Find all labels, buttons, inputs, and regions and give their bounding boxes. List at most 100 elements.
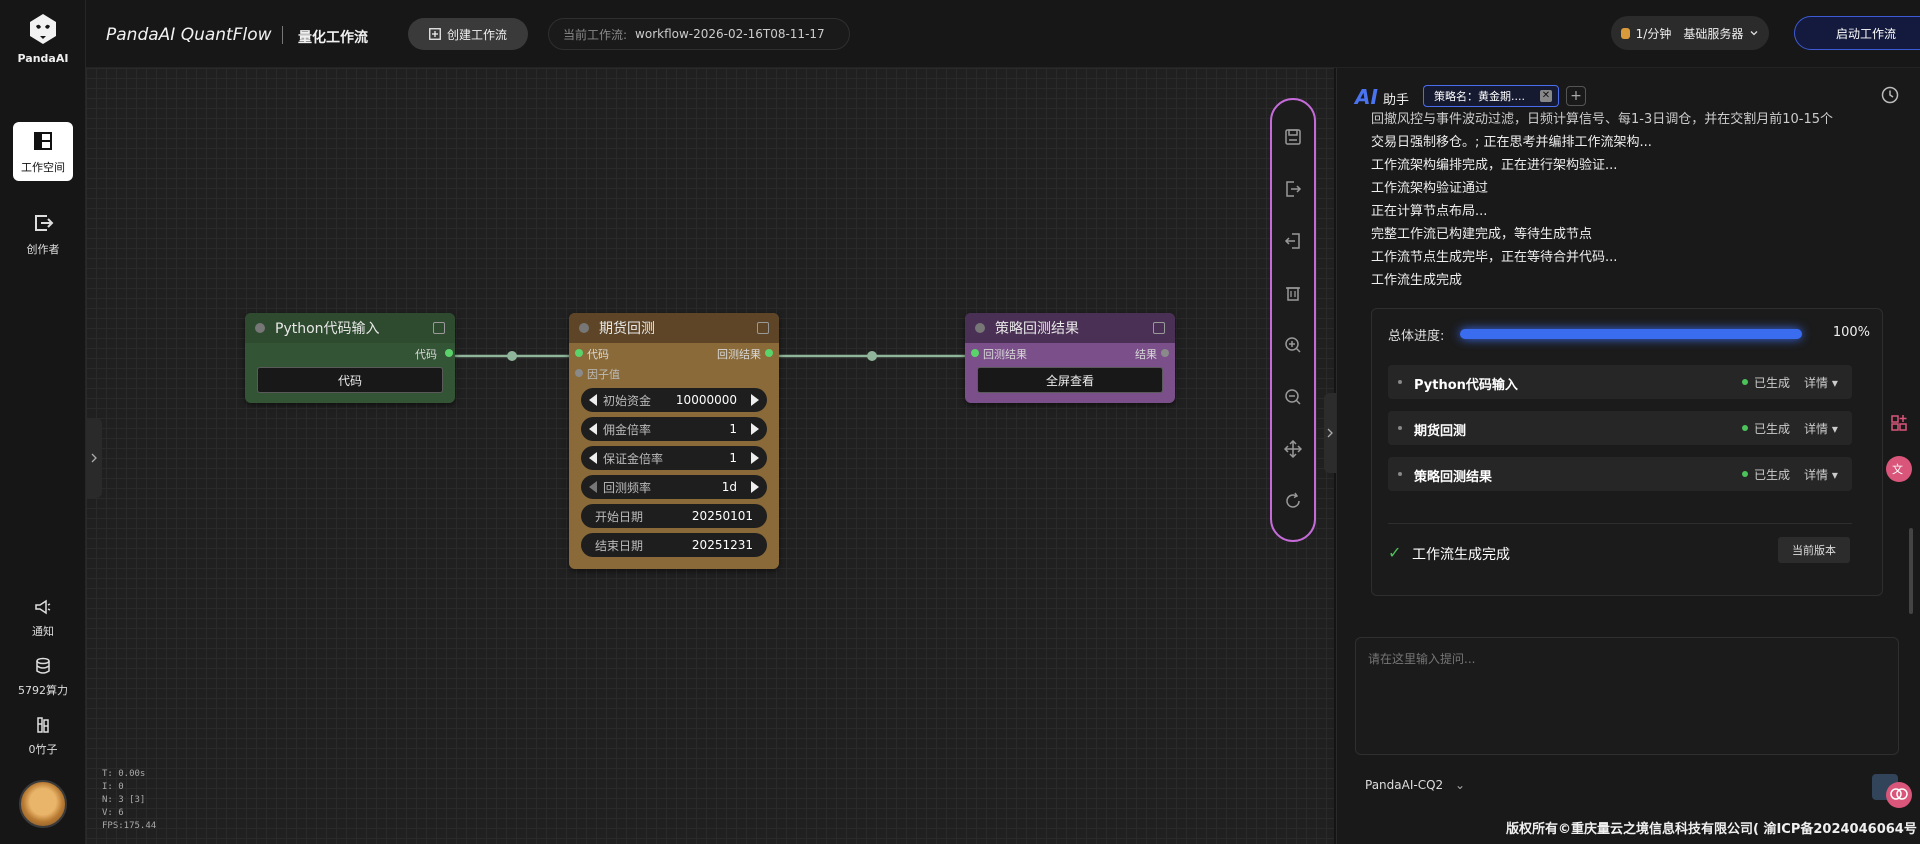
input-port[interactable] xyxy=(575,349,583,357)
widget-label: 初始资金 xyxy=(603,393,652,408)
panda-logo-icon xyxy=(30,14,56,44)
log-line: 正在计算节点布局... xyxy=(1371,204,1488,219)
port-row: 代码 回测结果 xyxy=(569,343,779,363)
output-port[interactable] xyxy=(445,349,453,357)
brand-title: PandaAI QuantFlow xyxy=(106,25,272,45)
strategy-tag-label: 策略名：黄金期.... xyxy=(1434,90,1525,103)
increment-arrow-icon[interactable] xyxy=(751,394,759,406)
workspace-icon xyxy=(34,132,52,150)
create-workflow-label: 创建工作流 xyxy=(446,27,507,42)
bullet-icon xyxy=(1398,380,1402,384)
scrollbar[interactable] xyxy=(1909,528,1913,614)
fullscreen-view-button[interactable]: 全屏查看 xyxy=(977,367,1163,393)
increment-arrow-icon[interactable] xyxy=(751,481,759,493)
generation-progress-card: 总体进度: 100% Python代码输入 已生成 详情 ▾ 期货回测 已生成 … xyxy=(1371,308,1883,596)
input-port[interactable] xyxy=(971,349,979,357)
sidebar-item-creator[interactable]: 创作者 xyxy=(13,212,73,257)
save-icon[interactable] xyxy=(1284,128,1302,146)
sidebar-item-compute[interactable]: 5792算力 xyxy=(13,657,73,698)
widget-end-date[interactable]: 结束日期 20251231 xyxy=(581,533,767,557)
model-select[interactable]: PandaAI-CQ2 ⌄ xyxy=(1365,778,1465,792)
output-port[interactable] xyxy=(1161,349,1169,357)
panel-collapse-handle[interactable] xyxy=(1324,393,1336,473)
trash-icon[interactable] xyxy=(1284,284,1302,302)
progress-value: 100% xyxy=(1832,325,1870,340)
node-strategy-backtest-result[interactable]: 策略回测结果 回测结果 结果 全屏查看 xyxy=(965,313,1175,403)
node-python-code-input[interactable]: Python代码输入 代码 代码 xyxy=(245,313,455,403)
add-tag-button[interactable]: + xyxy=(1566,86,1586,106)
current-workflow-field[interactable]: 当前工作流: workflow-2026-02-16T08-11-17 xyxy=(548,18,850,50)
history-clock-icon[interactable] xyxy=(1881,86,1899,104)
widget-label: 保证金倍率 xyxy=(603,451,664,466)
step-status: 已生成 xyxy=(1754,422,1791,436)
code-button[interactable]: 代码 xyxy=(257,367,443,393)
brain-icon[interactable] xyxy=(1886,782,1912,808)
question-input[interactable] xyxy=(1355,637,1899,755)
widget-label: 开始日期 xyxy=(595,509,644,524)
server-select[interactable]: 1/分钟 基础服务器 xyxy=(1611,16,1769,50)
log-line: 工作流生成完成 xyxy=(1371,273,1463,288)
sidebar-item-bamboo[interactable]: 0竹子 xyxy=(13,716,73,757)
widget-margin-multiplier[interactable]: 保证金倍率 1 xyxy=(581,446,767,470)
sidebar-item-workspace[interactable]: 工作空间 xyxy=(13,122,73,181)
step-item[interactable]: 策略回测结果 已生成 详情 ▾ xyxy=(1388,457,1852,491)
sidebar-item-label: 0竹子 xyxy=(28,743,58,756)
increment-arrow-icon[interactable] xyxy=(751,423,759,435)
increment-arrow-icon[interactable] xyxy=(751,452,759,464)
details-toggle[interactable]: 详情 ▾ xyxy=(1804,422,1838,436)
zoom-in-icon[interactable] xyxy=(1284,336,1302,354)
output-port-label: 代码 xyxy=(415,348,437,361)
close-icon[interactable]: ✕ xyxy=(1540,90,1552,102)
export-icon[interactable] xyxy=(1284,180,1302,198)
widget-start-date[interactable]: 开始日期 20250101 xyxy=(581,504,767,528)
app-logo[interactable]: PandaAI xyxy=(0,12,86,65)
model-name: PandaAI-CQ2 xyxy=(1365,778,1444,792)
node-header[interactable]: 策略回测结果 xyxy=(965,313,1175,343)
database-icon xyxy=(36,657,50,674)
strategy-tag[interactable]: 策略名：黄金期.... ✕ xyxy=(1423,85,1559,107)
decrement-arrow-icon[interactable] xyxy=(589,423,597,435)
move-icon[interactable] xyxy=(1284,440,1302,458)
create-workflow-button[interactable]: 创建工作流 xyxy=(408,18,528,50)
step-item[interactable]: 期货回测 已生成 详情 ▾ xyxy=(1388,411,1852,445)
copyright-footer: 版权所有©重庆量云之境信息科技有限公司( 渝ICP备2024046064号 ) xyxy=(1506,822,1920,837)
refresh-icon[interactable] xyxy=(1284,492,1302,510)
start-workflow-button[interactable]: 启动工作流 xyxy=(1794,16,1920,50)
done-text: 工作流生成完成 xyxy=(1412,547,1510,563)
node-header[interactable]: 期货回测 xyxy=(569,313,779,343)
edit-icon[interactable] xyxy=(757,322,769,334)
status-dot xyxy=(1742,471,1748,477)
workflow-canvas[interactable] xyxy=(86,68,1334,844)
check-icon: ✓ xyxy=(1388,543,1402,562)
avatar[interactable] xyxy=(19,780,67,828)
edit-icon[interactable] xyxy=(1153,322,1165,334)
output-port[interactable] xyxy=(765,349,773,357)
canvas-expand-handle[interactable] xyxy=(86,418,102,498)
zoom-out-icon[interactable] xyxy=(1284,388,1302,406)
sidebar-item-notifications[interactable]: 通知 xyxy=(13,598,73,639)
input-port-label: 回测结果 xyxy=(983,348,1027,361)
import-icon[interactable] xyxy=(1284,232,1302,250)
details-toggle[interactable]: 详情 ▾ xyxy=(1804,468,1838,482)
apps-add-icon[interactable] xyxy=(1886,410,1912,436)
current-version-button[interactable]: 当前版本 xyxy=(1778,537,1850,563)
decrement-arrow-icon[interactable] xyxy=(589,394,597,406)
widget-initial-capital[interactable]: 初始资金 10000000 xyxy=(581,388,767,412)
decrement-arrow-icon[interactable] xyxy=(589,452,597,464)
log-line: 工作流架构编排完成，正在进行架构验证... xyxy=(1371,158,1618,173)
input-port[interactable] xyxy=(575,369,583,377)
step-item[interactable]: Python代码输入 已生成 详情 ▾ xyxy=(1388,365,1852,399)
widget-commission-multiplier[interactable]: 佣金倍率 1 xyxy=(581,417,767,441)
widget-backtest-frequency[interactable]: 回测频率 1d xyxy=(581,475,767,499)
edit-icon[interactable] xyxy=(433,322,445,334)
details-toggle[interactable]: 详情 ▾ xyxy=(1804,376,1838,390)
step-status: 已生成 xyxy=(1754,376,1791,390)
brand-subtitle: 量化工作流 xyxy=(298,30,368,46)
creator-exit-icon xyxy=(35,215,54,231)
node-futures-backtest[interactable]: 期货回测 代码 回测结果 因子值 初始资金 10000000 佣金倍率 1 保证… xyxy=(569,313,779,569)
node-header[interactable]: Python代码输入 xyxy=(245,313,455,343)
top-header: PandaAI QuantFlow 量化工作流 创建工作流 当前工作流: wor… xyxy=(86,0,1920,68)
decrement-arrow-icon[interactable] xyxy=(589,481,597,493)
bullet-icon xyxy=(1398,426,1402,430)
translate-icon[interactable]: 文 xyxy=(1886,456,1912,482)
